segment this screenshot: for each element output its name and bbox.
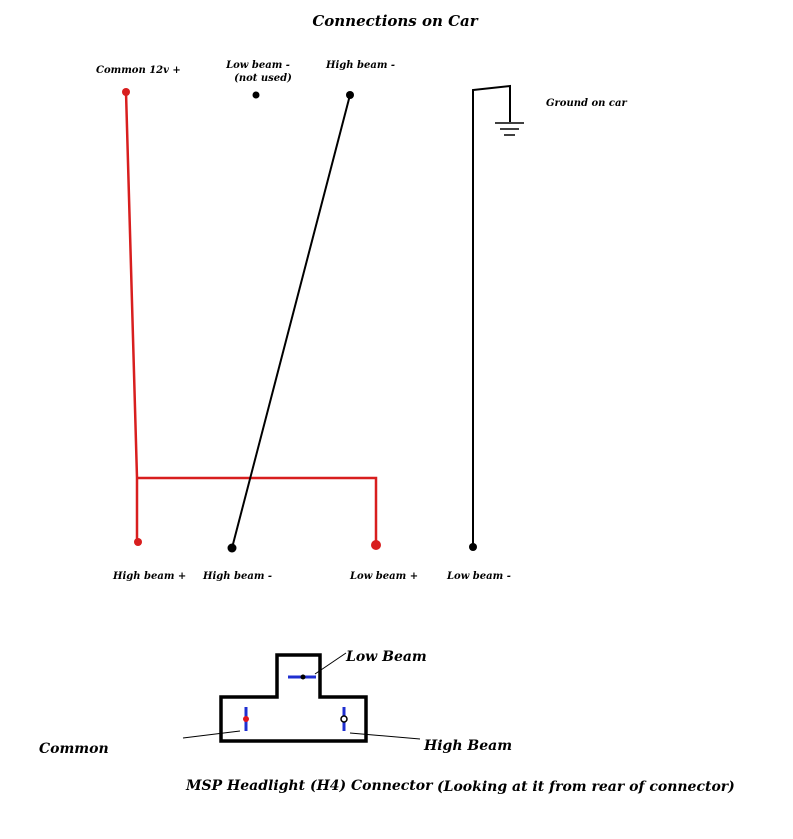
red-wire-group <box>124 91 378 544</box>
pointer-low-beam <box>314 652 347 675</box>
terminal-high-beam-plus <box>134 538 142 546</box>
diagram-title: Connections on Car <box>312 12 478 30</box>
label-connector-high-beam: High Beam <box>423 738 512 754</box>
label-high-beam-top: High beam - <box>325 60 395 71</box>
black-wire-high-beam <box>231 94 351 549</box>
label-high-beam-plus: High beam + <box>112 571 186 582</box>
terminal-high-beam-minus <box>227 543 237 553</box>
pointer-high-beam <box>349 732 421 740</box>
terminal-low-beam-plus <box>371 540 381 550</box>
h4-connector-outline <box>219 653 368 743</box>
terminal-common-top <box>122 88 130 96</box>
pointer-common <box>182 730 241 739</box>
label-connector-common: Common <box>39 741 109 757</box>
label-ground: Ground on car <box>546 98 627 109</box>
terminal-high-beam-top <box>346 91 354 99</box>
pin-low-beam <box>288 674 316 680</box>
red-wire-common <box>124 91 139 542</box>
red-wire-bridge <box>137 476 378 544</box>
connector-caption-note: (Looking at it from rear of connector) <box>437 779 735 795</box>
connector-caption: MSP Headlight (H4) Connector <box>185 778 434 794</box>
terminal-low-beam-unused <box>252 91 260 99</box>
label-low-beam-minus: Low beam - <box>446 571 511 582</box>
label-low-beam-top: Low beam - <box>225 60 290 71</box>
pin-common <box>243 707 249 731</box>
ground-symbol-icon <box>495 122 524 136</box>
label-connector-low-beam: Low Beam <box>345 649 427 665</box>
terminal-low-beam-minus <box>469 543 477 551</box>
label-not-used: (not used) <box>234 73 292 84</box>
label-high-beam-minus: High beam - <box>202 571 272 582</box>
label-low-beam-plus: Low beam + <box>349 571 418 582</box>
pin-high-beam <box>340 707 348 731</box>
black-wire-ground <box>472 84 511 547</box>
label-common-12v: Common 12v + <box>96 65 181 76</box>
